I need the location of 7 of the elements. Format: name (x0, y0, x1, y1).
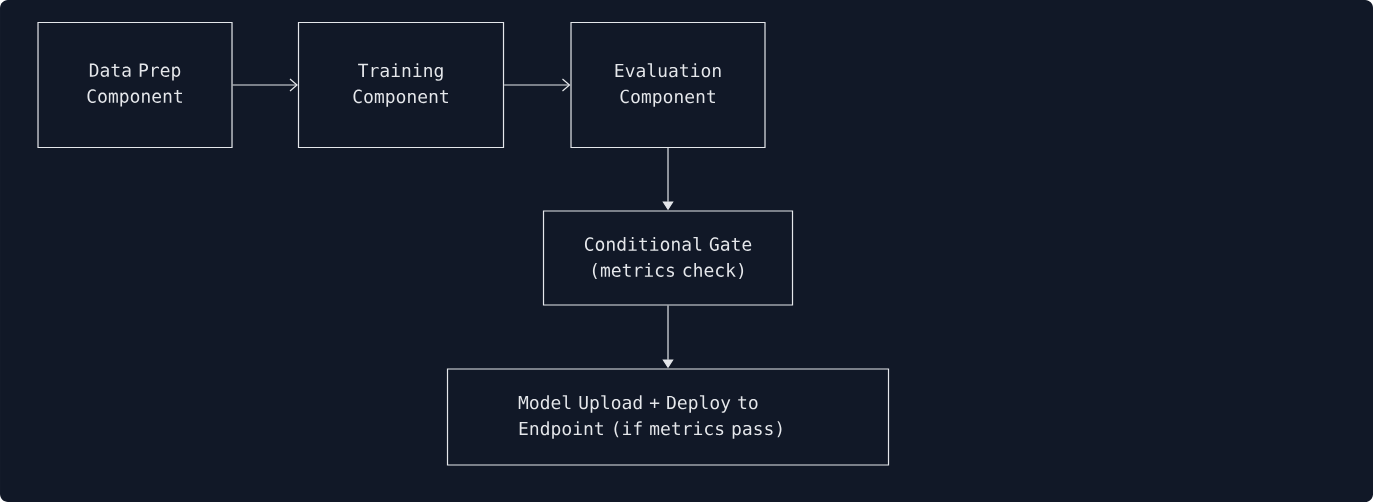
process-box: Conditional Gate (metrics check) (542, 210, 794, 306)
process-box: Evaluation Component (570, 21, 766, 149)
arrow (503, 78, 571, 92)
process-box: Data Prep Component (37, 21, 233, 149)
process-box: Training Component (297, 21, 505, 149)
process-box: Model Upload + Deploy to Endpoint (if metrics pass) (446, 368, 890, 466)
arrow (232, 78, 298, 92)
